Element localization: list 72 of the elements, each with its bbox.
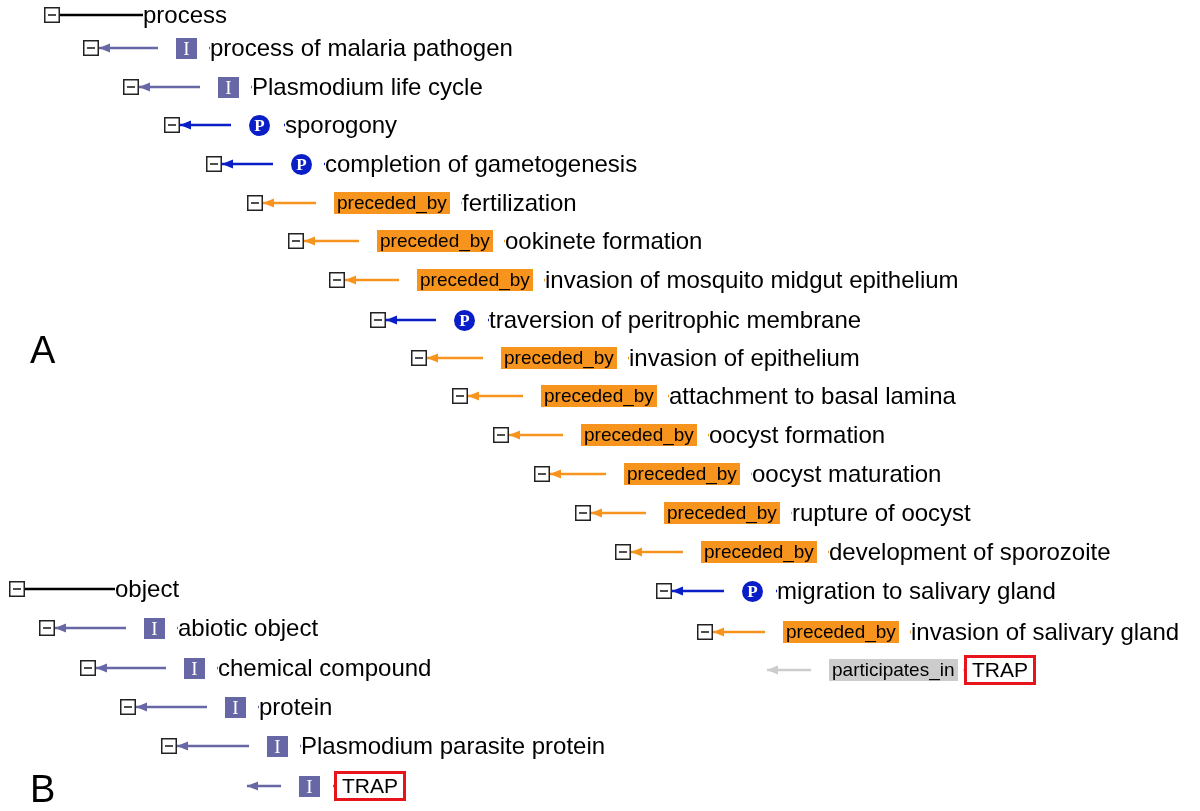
collapse-icon	[123, 79, 139, 95]
relation-tag: P	[454, 310, 475, 331]
term-label: invasion of mosquito midgut epithelium	[545, 266, 959, 294]
collapse-icon	[39, 620, 55, 636]
term-label: object	[115, 575, 180, 603]
collapse-icon	[206, 156, 222, 172]
relation-tag: preceded_by	[334, 192, 450, 214]
relation-tag: preceded_by	[581, 424, 697, 446]
relation-tag: preceded_by	[624, 463, 740, 485]
relation-tag: I	[144, 618, 165, 639]
collapse-icon	[161, 738, 177, 754]
relation-tag: preceded_by	[377, 230, 493, 252]
term-label: chemical compound	[218, 654, 432, 682]
collapse-icon	[247, 195, 263, 211]
term-label: protein	[259, 693, 333, 721]
collapse-icon	[9, 581, 25, 597]
collapse-icon	[615, 544, 631, 560]
term-label: invasion of epithelium	[629, 344, 860, 372]
term-label: rupture of oocyst	[792, 499, 971, 527]
term-label: process	[143, 1, 228, 29]
collapse-icon	[697, 624, 713, 640]
collapse-icon	[83, 40, 99, 56]
term-label: completion of gametogenesis	[325, 150, 638, 178]
collapse-icon	[329, 272, 345, 288]
relation-tag: I	[225, 697, 246, 718]
relation-tag: P	[249, 115, 270, 136]
relation-tag: I	[267, 736, 288, 757]
term-label: migration to salivary gland	[777, 577, 1056, 605]
term-label: traversion of peritrophic membrane	[489, 306, 862, 334]
relation-tag: preceded_by	[701, 541, 817, 563]
relation-tag: preceded_by	[417, 269, 533, 291]
collapse-icon	[452, 388, 468, 404]
panel-label: B	[30, 768, 56, 810]
term-label: Plasmodium life cycle	[252, 73, 483, 101]
relation-tag: I	[299, 776, 320, 797]
highlighted-term: TRAP	[334, 771, 406, 801]
collapse-icon	[534, 466, 550, 482]
relation-tag: P	[291, 154, 312, 175]
term-label: Plasmodium parasite protein	[301, 732, 606, 760]
relation-tag: I	[176, 38, 197, 59]
collapse-icon	[120, 699, 136, 715]
term-label: ookinete formation	[505, 227, 703, 255]
term-label: invasion of salivary gland	[911, 618, 1180, 646]
collapse-icon	[656, 583, 672, 599]
relation-tag: preceded_by	[501, 347, 617, 369]
connector-line	[60, 13, 143, 17]
highlighted-term: TRAP	[964, 655, 1036, 685]
relation-tag: preceded_by	[664, 502, 780, 524]
relation-tag: I	[218, 77, 239, 98]
term-label: oocyst formation	[709, 421, 886, 449]
connector-line	[25, 587, 115, 591]
panel-label: A	[30, 329, 56, 371]
term-label: process of malaria pathogen	[210, 34, 513, 62]
term-label: fertilization	[462, 189, 577, 217]
collapse-icon	[44, 7, 60, 23]
relation-tag: I	[184, 658, 205, 679]
term-label: sporogony	[285, 111, 398, 139]
relation-tag: preceded_by	[783, 621, 899, 643]
collapse-icon	[575, 505, 591, 521]
term-label: development of sporozoite	[829, 538, 1111, 566]
collapse-icon	[80, 660, 96, 676]
relation-tag: P	[742, 581, 763, 602]
term-label: oocyst maturation	[752, 460, 942, 488]
relation-tag: preceded_by	[541, 385, 657, 407]
collapse-icon	[370, 312, 386, 328]
term-label: attachment to basal lamina	[669, 382, 956, 410]
relation-tag: participates_in	[829, 659, 958, 681]
collapse-icon	[288, 233, 304, 249]
collapse-icon	[411, 350, 427, 366]
term-label: abiotic object	[178, 614, 319, 642]
collapse-icon	[493, 427, 509, 443]
collapse-icon	[164, 117, 180, 133]
